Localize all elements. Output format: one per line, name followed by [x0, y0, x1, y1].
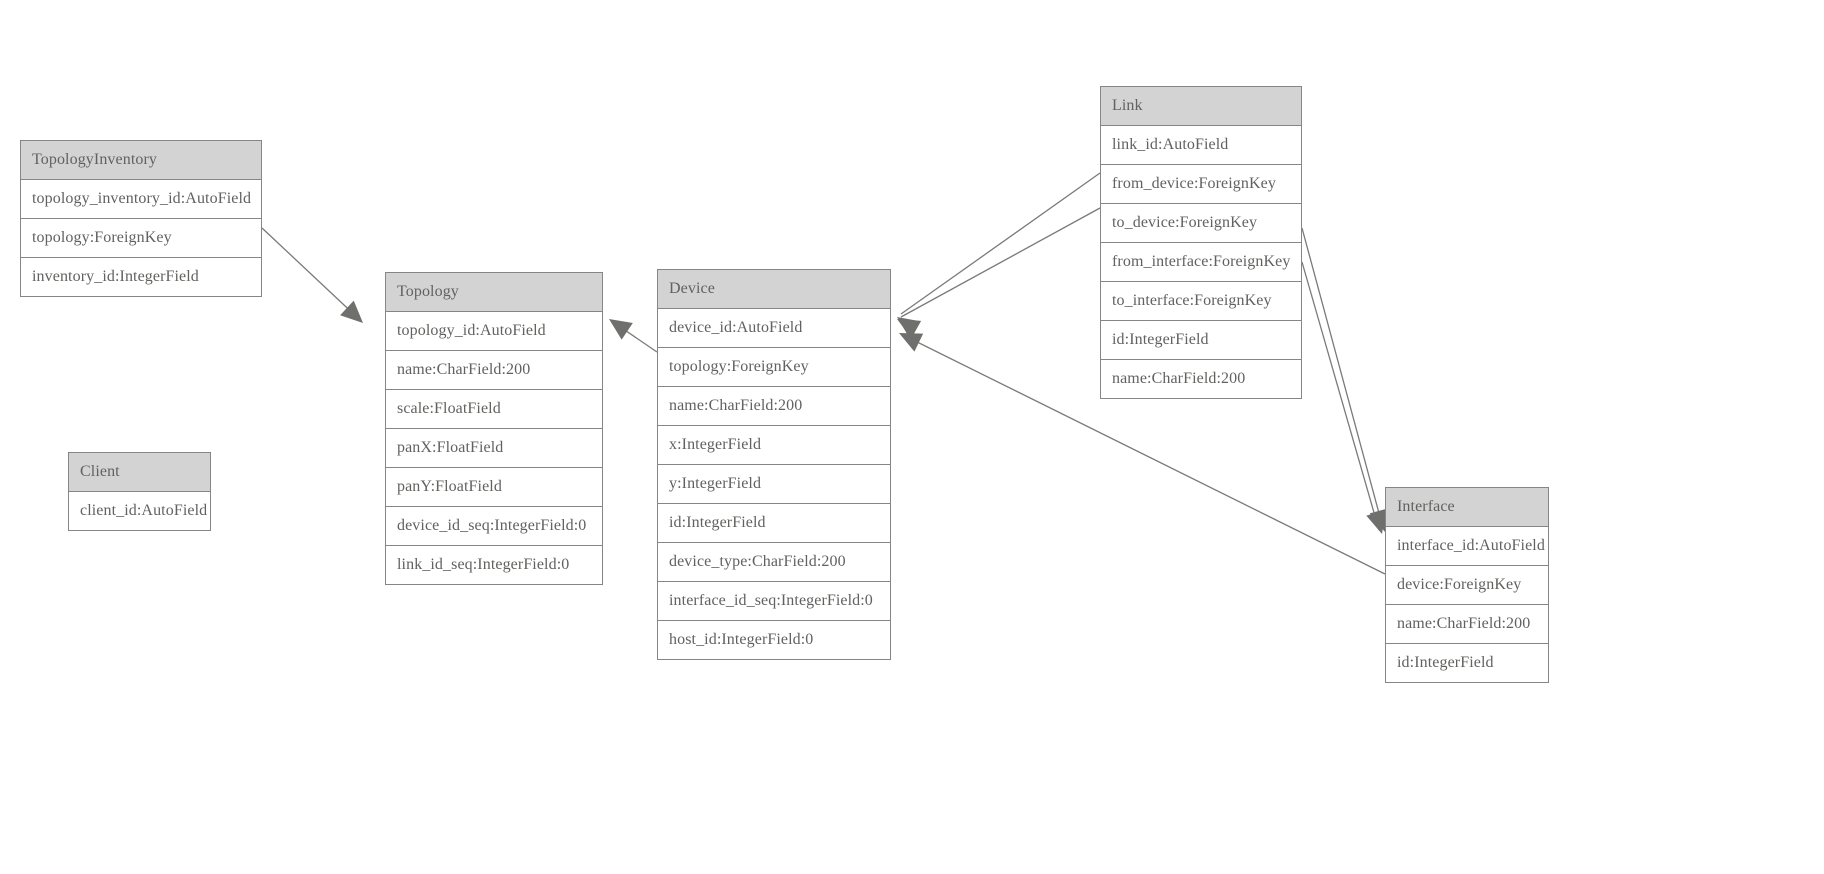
entity-field-row: link_id:AutoField — [1101, 126, 1301, 165]
rel-topologyinventory-topology[interactable] — [261, 227, 370, 330]
relationship-arrowhead-icon — [897, 319, 922, 339]
entity-title-device: Device — [658, 270, 890, 309]
entity-field-row: topology_id:AutoField — [386, 312, 602, 351]
entity-field-row: to_interface:ForeignKey — [1101, 282, 1301, 321]
entity-field-row: name:CharField:200 — [386, 351, 602, 390]
relationship-arrowhead-icon — [340, 300, 363, 323]
rel-link-todevice-device[interactable] — [892, 207, 1101, 339]
relationship-line — [1301, 261, 1380, 531]
relationship-line — [1301, 227, 1384, 529]
entity-field-row: client_id:AutoField — [69, 492, 210, 531]
entity-field-row: link_id_seq:IntegerField:0 — [386, 546, 602, 585]
entity-title-client: Client — [69, 453, 210, 492]
entity-field-row: y:IntegerField — [658, 465, 890, 504]
entity-field-row: x:IntegerField — [658, 426, 890, 465]
relationship-line — [612, 321, 658, 353]
entity-title-interface: Interface — [1386, 488, 1548, 527]
rel-link-tointerface-interface[interactable] — [1301, 261, 1392, 537]
entity-field-row: from_interface:ForeignKey — [1101, 243, 1301, 282]
entity-title-link: Link — [1101, 87, 1301, 126]
entity-field-row: device_id:AutoField — [658, 309, 890, 348]
entity-field-row: panX:FloatField — [386, 429, 602, 468]
relationship-arrowhead-icon — [897, 317, 921, 338]
entity-field-row: interface_id_seq:IntegerField:0 — [658, 582, 890, 621]
entity-title-topology: Topology — [386, 273, 602, 312]
entity-field-row: device:ForeignKey — [1386, 566, 1548, 605]
entity-field-row: device_id_seq:IntegerField:0 — [386, 507, 602, 546]
rel-link-fromdevice-device[interactable] — [891, 172, 1101, 338]
relationship-line — [900, 207, 1101, 318]
entity-field-row: topology:ForeignKey — [658, 348, 890, 387]
entity-field-row: from_device:ForeignKey — [1101, 165, 1301, 204]
entity-field-row: name:CharField:200 — [658, 387, 890, 426]
entity-field-row: name:CharField:200 — [1386, 605, 1548, 644]
entity-field-row: to_device:ForeignKey — [1101, 204, 1301, 243]
entity-field-row: topology:ForeignKey — [21, 219, 261, 258]
entity-field-row: id:IntegerField — [1386, 644, 1548, 683]
entity-field-row: id:IntegerField — [658, 504, 890, 543]
relationship-line — [900, 172, 1101, 315]
rel-link-frominterface-interface[interactable] — [1301, 227, 1395, 535]
entity-field-row: host_id:IntegerField:0 — [658, 621, 890, 660]
entity-field-row: id:IntegerField — [1101, 321, 1301, 360]
entity-field-row: name:CharField:200 — [1101, 360, 1301, 399]
relationship-arrowhead-icon — [899, 333, 924, 352]
rel-device-topology[interactable] — [603, 311, 658, 353]
relationship-line — [261, 227, 361, 321]
entity-field-row: interface_id:AutoField — [1386, 527, 1548, 566]
entity-field-row: scale:FloatField — [386, 390, 602, 429]
relationship-arrowhead-icon — [609, 319, 633, 340]
entity-field-row: topology_inventory_id:AutoField — [21, 180, 261, 219]
entity-field-row: panY:FloatField — [386, 468, 602, 507]
entity-field-row: inventory_id:IntegerField — [21, 258, 261, 297]
entity-title-topologyinventory: TopologyInventory — [21, 141, 261, 180]
entity-field-row: device_type:CharField:200 — [658, 543, 890, 582]
